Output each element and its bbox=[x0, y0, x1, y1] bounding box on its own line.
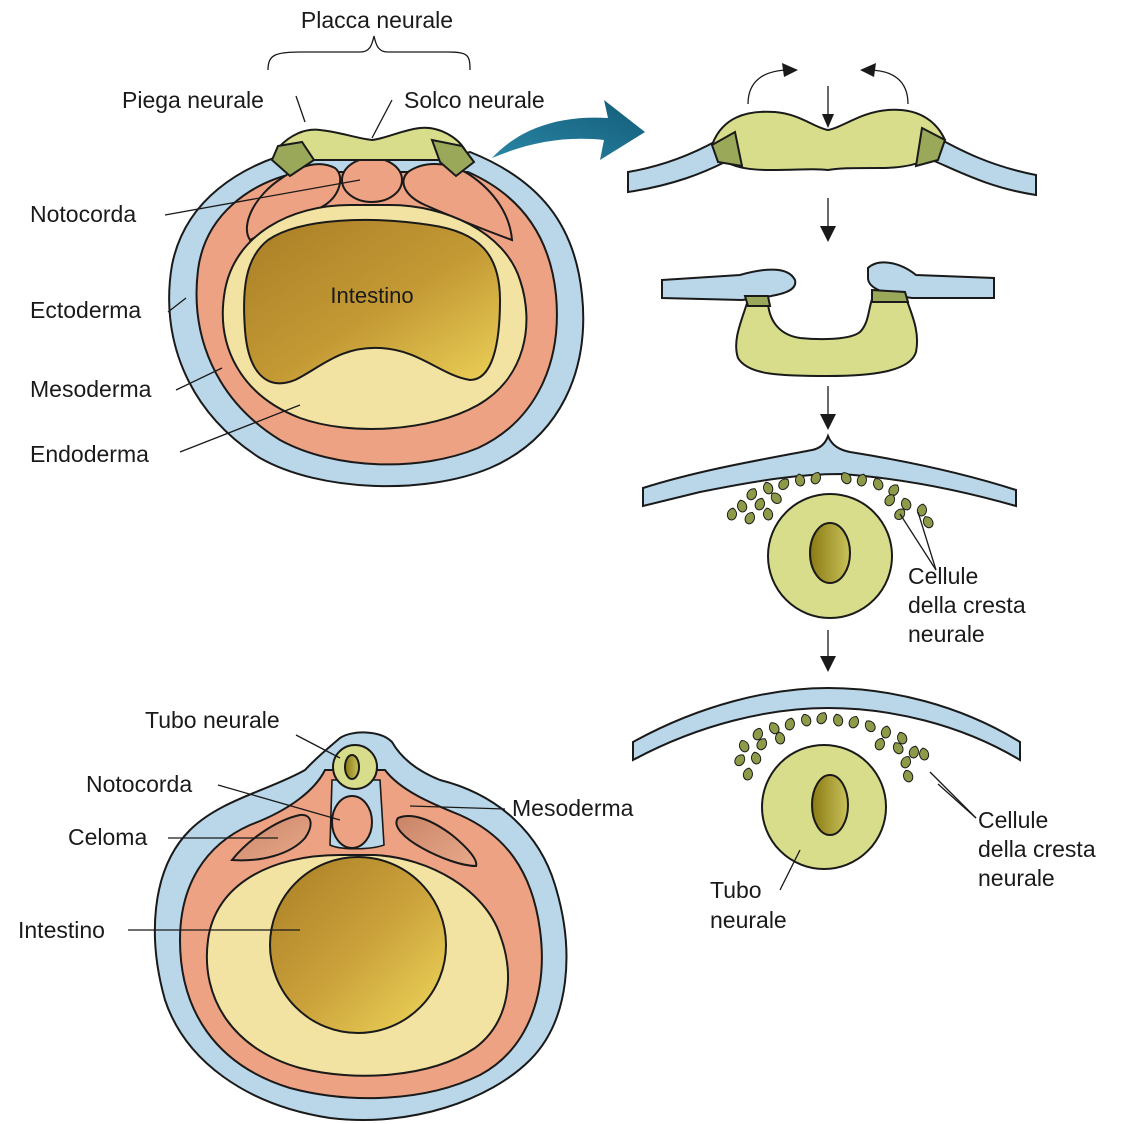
label-mesoderma-bottom: Mesoderma bbox=[512, 795, 634, 821]
down-arrow-2-head bbox=[820, 414, 836, 430]
neural-crest-cell bbox=[754, 497, 767, 511]
neural-tube-cross-section bbox=[155, 732, 567, 1120]
label-ectoderma: Ectoderma bbox=[30, 297, 141, 323]
label-crest-top-line3: neurale bbox=[908, 621, 985, 647]
neural-crest-cell bbox=[726, 507, 737, 520]
label-piega-neurale: Piega neurale bbox=[122, 87, 264, 113]
neural-crest-cell bbox=[918, 747, 929, 760]
stage1-ectoderm bbox=[628, 140, 725, 192]
neural-crest-cell bbox=[750, 751, 762, 765]
label-crest-bottom-line1: Cellule bbox=[978, 807, 1048, 833]
stage-2-neural-fold bbox=[662, 262, 994, 376]
neural-crest-cell bbox=[784, 717, 796, 731]
label-solco-neurale: Solco neurale bbox=[404, 87, 545, 113]
neural-crest-cell bbox=[800, 713, 813, 727]
label-notocorda-top: Notocorda bbox=[30, 201, 136, 227]
neural-crest-cell bbox=[815, 711, 829, 726]
stage1-curl-arrowhead-left bbox=[782, 63, 798, 77]
neural-crest-cell bbox=[916, 503, 927, 516]
placca-bracket bbox=[268, 36, 470, 70]
neural-crest-cell bbox=[847, 715, 860, 730]
neural-crest-cell bbox=[908, 745, 920, 759]
down-arrow-1-head bbox=[820, 226, 836, 242]
neural-crest-cell bbox=[743, 511, 756, 526]
label-crest-bottom: Cellule della cresta neurale bbox=[978, 807, 1102, 891]
neural-crest-cell bbox=[736, 499, 748, 513]
label-tubo-right: Tubo neurale bbox=[710, 877, 787, 933]
leader-piega bbox=[296, 96, 305, 122]
neural-crest-cell bbox=[874, 737, 887, 751]
stage1-curl-arrow-left bbox=[748, 70, 790, 104]
label-placca-neurale: Placca neurale bbox=[301, 7, 453, 33]
stage4-neural-canal bbox=[812, 775, 848, 835]
neural-crest-cell bbox=[880, 725, 891, 738]
neural-crest-cell bbox=[762, 507, 773, 520]
label-tubo-neurale-bottom: Tubo neurale bbox=[145, 707, 280, 733]
neural-crest-cell bbox=[733, 752, 747, 767]
label-tubo-right-line2: neurale bbox=[710, 907, 787, 933]
stage1-down-arrowhead bbox=[822, 114, 834, 128]
label-notocorda-bottom: Notocorda bbox=[86, 771, 192, 797]
label-celoma: Celoma bbox=[68, 824, 147, 850]
label-crest-bottom-line3: neurale bbox=[978, 865, 1055, 891]
stage2-fold-left bbox=[745, 296, 770, 306]
stage-1-neural-plate bbox=[628, 110, 1036, 195]
label-endoderma: Endoderma bbox=[30, 441, 149, 467]
label-tubo-right-line1: Tubo bbox=[710, 877, 762, 903]
down-arrow-3-head bbox=[820, 656, 836, 672]
intestine-bottom bbox=[270, 857, 446, 1033]
leader-crest-bottom-b bbox=[938, 784, 976, 818]
neural-crest-cell bbox=[745, 487, 759, 502]
stage1-ectoderm-right bbox=[932, 138, 1036, 195]
label-crest-top-line2: della cresta bbox=[908, 592, 1026, 618]
stage-3-neural-tube bbox=[643, 436, 1016, 618]
neural-crest-cell bbox=[832, 713, 844, 727]
neural-crest-cell bbox=[902, 769, 915, 783]
label-mesoderma-top: Mesoderma bbox=[30, 376, 152, 402]
stage3-neural-canal bbox=[810, 523, 850, 583]
label-intestino-top: Intestino bbox=[330, 283, 413, 308]
neural-crest-cell bbox=[863, 718, 877, 733]
stage2-ectoderm-left bbox=[662, 270, 795, 300]
stage2-fold-right bbox=[872, 290, 908, 302]
neural-crest-cell bbox=[742, 767, 753, 780]
stage1-curl-arrowhead-right bbox=[860, 63, 876, 77]
notochord-top bbox=[342, 158, 402, 202]
label-crest-top: Cellule della cresta neurale bbox=[908, 563, 1032, 647]
neural-crest-cell bbox=[737, 739, 750, 754]
label-intestino-bottom: Intestino bbox=[18, 917, 105, 943]
label-crest-top-line1: Cellule bbox=[908, 563, 978, 589]
leader-solco bbox=[372, 100, 392, 138]
label-crest-bottom-line2: della cresta bbox=[978, 836, 1096, 862]
neural-canal-bottom bbox=[345, 755, 359, 779]
notochord-bottom bbox=[332, 796, 372, 848]
